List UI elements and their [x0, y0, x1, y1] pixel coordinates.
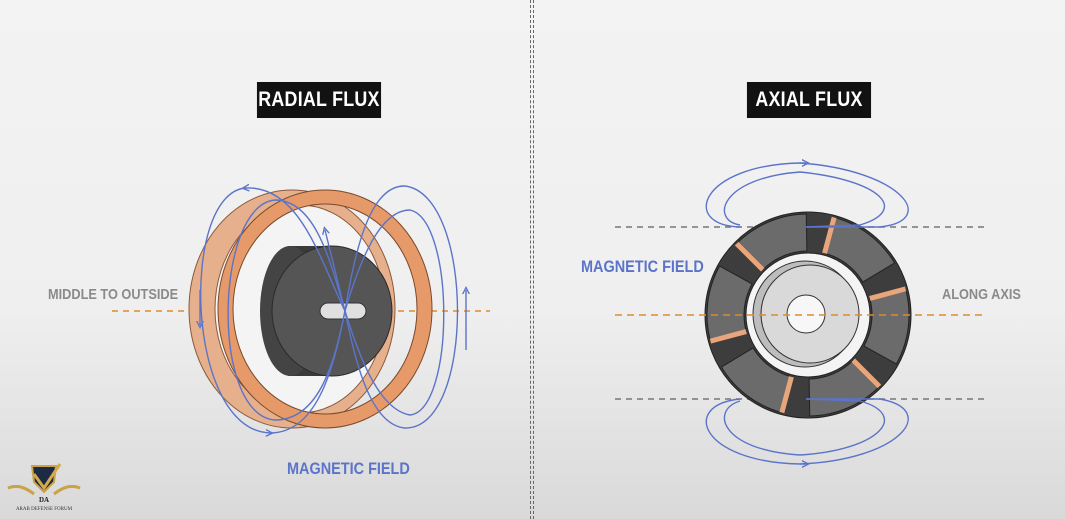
watermark-logo: DA ARAB DEFENSE FORUM	[4, 458, 84, 516]
radial-flux-motor	[112, 186, 490, 433]
copper-edge	[822, 216, 837, 254]
copper-edge	[779, 376, 794, 414]
svg-text:DA: DA	[39, 496, 49, 504]
rotor-hub	[260, 245, 393, 377]
axial-flux-title: AXIAL FLUX	[746, 82, 872, 118]
radial-magnetic-field-label: MAGNETIC FIELD	[287, 459, 410, 478]
copper-edge	[734, 241, 765, 272]
magnet-segment	[823, 216, 896, 283]
along-axis-label: ALONG AXIS	[942, 286, 1021, 303]
copper-edge	[869, 286, 907, 301]
magnet-segment	[735, 213, 808, 271]
center-hole	[786, 294, 826, 334]
magnetic-field-lines	[200, 186, 466, 433]
svg-text:ARAB DEFENSE FORUM: ARAB DEFENSE FORUM	[16, 507, 73, 512]
axial-flux-motor	[615, 163, 985, 464]
magnetic-field-lines	[705, 163, 909, 464]
magnet-segment	[863, 288, 910, 365]
axial-magnetic-field-label: MAGNETIC FIELD	[581, 257, 704, 276]
middle-to-outside-label: MIDDLE TO OUTSIDE	[48, 286, 179, 303]
radial-flux-title: RADIAL FLUX	[256, 82, 382, 118]
magnet-segments	[706, 213, 910, 417]
shield-logo-icon: DA ARAB DEFENSE FORUM	[7, 463, 81, 512]
panel-divider	[530, 0, 534, 519]
magnet-segment	[706, 265, 753, 342]
copper-edge	[851, 358, 882, 389]
magnet-segment	[720, 347, 793, 414]
copper-edge	[709, 329, 747, 344]
